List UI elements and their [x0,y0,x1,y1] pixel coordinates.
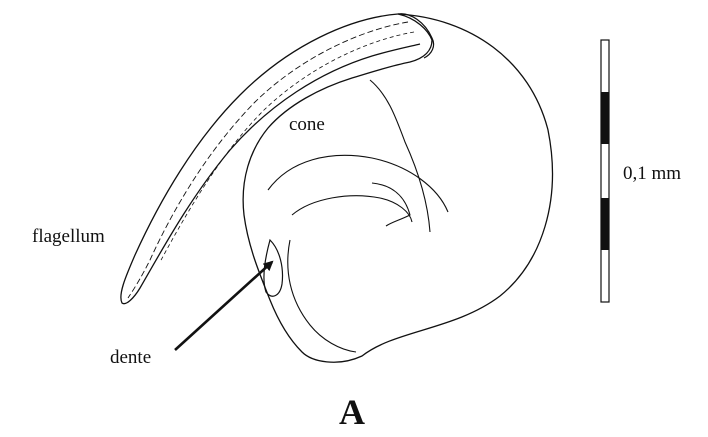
scale-segment-dark [601,92,609,144]
inner-arc-2 [292,196,412,222]
lower-wall [288,240,356,352]
flagellum-inner-dashed [128,22,408,298]
panel-label: A [339,391,365,433]
flagellum-label: flagellum [32,226,105,248]
fold [372,183,410,226]
dente-label: dente [110,347,151,369]
flagellum-inner-dashed-2 [160,32,414,262]
cone-label: cone [289,114,325,136]
bulb-outline [243,14,552,362]
scale-segment-dark [601,198,609,250]
scale-bar [601,40,609,302]
scale-bar-label: 0,1 mm [623,163,681,185]
cone-inner-curve [370,80,430,232]
dente-arrow [175,262,272,350]
